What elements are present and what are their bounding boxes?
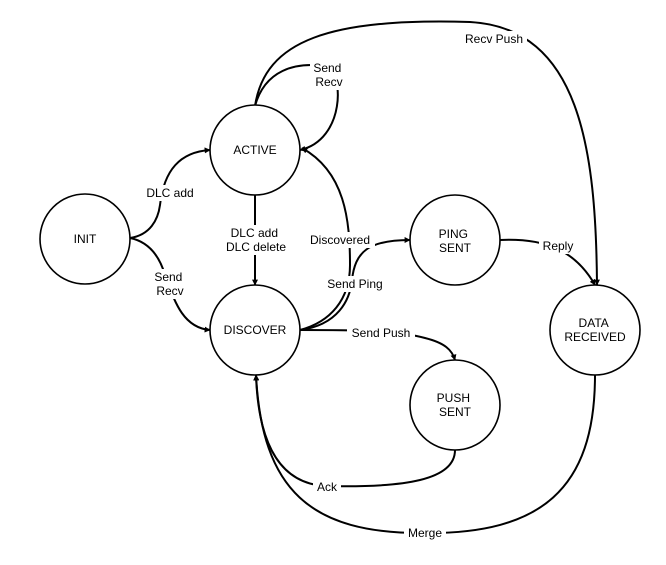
edge-init-to-active <box>129 147 211 239</box>
state-active: ACTIVE <box>209 104 301 196</box>
state-init-circle <box>39 193 131 285</box>
state-push-sent-label: PUSH SENT <box>437 391 474 419</box>
state-ping-sent: PING SENT <box>409 194 501 286</box>
label-discover-to-active: Discovered <box>310 233 370 247</box>
label-init-to-active: DLC add <box>146 186 193 200</box>
label-init-to-discover: Send Recv <box>154 270 185 298</box>
label-active-to-data: Recv Push <box>465 32 523 46</box>
label-data-to-discover: Merge <box>408 526 442 540</box>
edge-labels: DLC add Send Recv Send Recv DLC add DLC … <box>143 31 577 541</box>
state-data-received: DATA RECEIVED <box>549 284 641 376</box>
state-init: INIT <box>39 193 131 285</box>
label-discover-to-push: Send Push <box>352 326 411 340</box>
edge-discover-to-active <box>299 147 352 331</box>
state-init-label: INIT <box>74 232 97 246</box>
label-active-self-loop: Send Recv <box>313 61 344 89</box>
state-active-label: ACTIVE <box>233 143 276 157</box>
label-discover-to-ping: Send Ping <box>327 277 382 291</box>
edge-active-to-data <box>254 20 600 286</box>
state-discover-circle <box>209 284 301 376</box>
state-push-sent-circle <box>409 359 501 451</box>
state-data-received-label: DATA RECEIVED <box>564 316 626 344</box>
state-active-circle <box>209 104 301 196</box>
state-discover: DISCOVER <box>209 284 301 376</box>
label-ping-to-data: Reply <box>543 239 574 253</box>
edge-discover-to-push <box>299 329 457 361</box>
label-push-to-discover: Ack <box>317 480 338 494</box>
state-push-sent: PUSH SENT <box>409 359 501 451</box>
state-discover-label: DISCOVER <box>224 323 287 337</box>
label-active-to-discover: DLC add DLC delete <box>226 226 286 254</box>
state-ping-sent-label: PING SENT <box>439 227 472 255</box>
state-ping-sent-circle <box>409 194 501 286</box>
state-data-received-circle <box>549 284 641 376</box>
states: INIT ACTIVE DISCOVER PING SENT P <box>39 104 641 451</box>
